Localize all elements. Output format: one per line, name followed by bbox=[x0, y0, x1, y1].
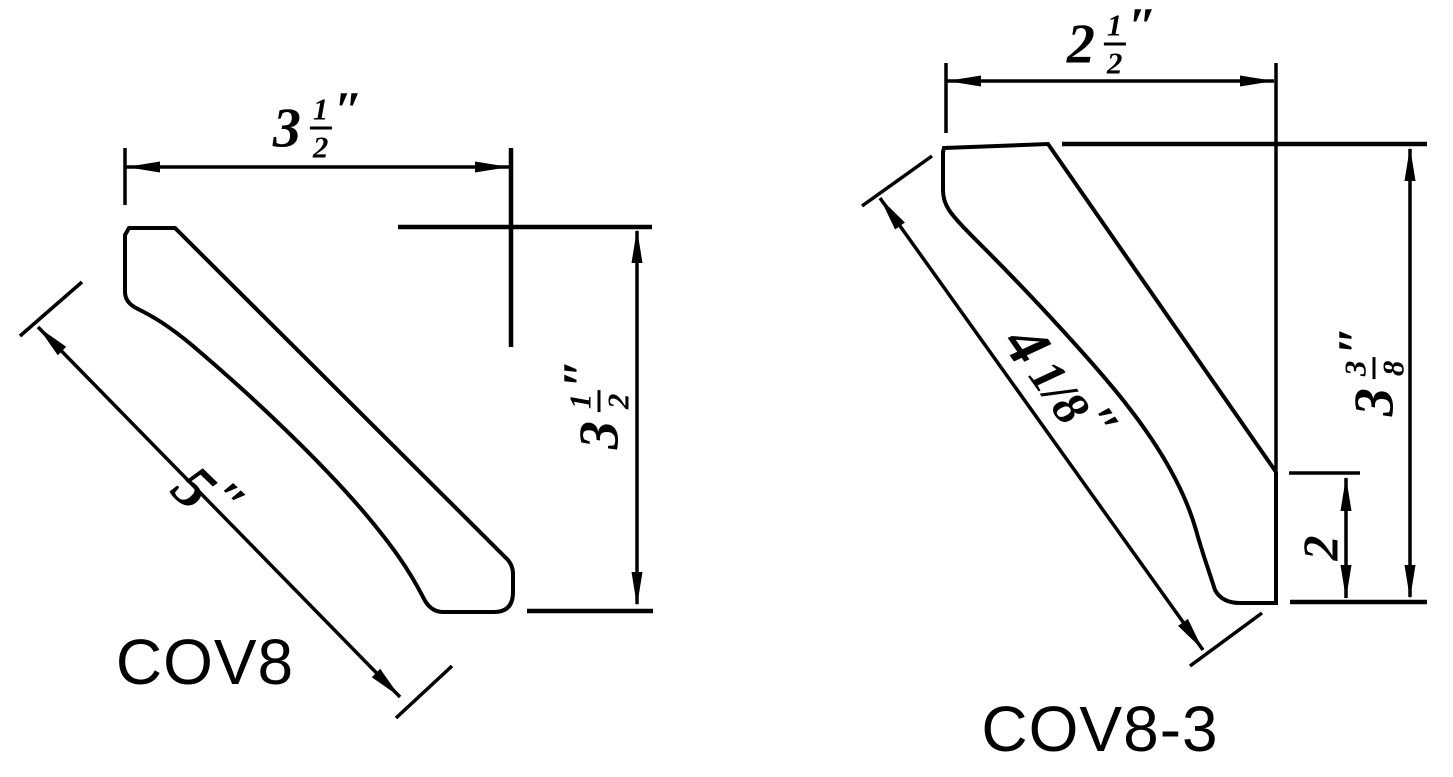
cov8-3-height-dim-arrow-bottom bbox=[1404, 565, 1416, 599]
inch-mark: ″ bbox=[1128, 0, 1158, 56]
cov8-face-dim-arrow-top bbox=[38, 327, 67, 356]
fraction-numerator: 1 bbox=[1103, 10, 1126, 46]
dimension-whole-number: 3 bbox=[272, 97, 301, 159]
cov8-3-top-width-dimension-text: 2 1 2 ″ bbox=[1066, 1, 1157, 81]
cov8-3-side-height-dimension-text: 3 3 8 ″ bbox=[1329, 326, 1411, 417]
cov8-part-number-label: COV8 bbox=[115, 626, 295, 698]
dimension-stacked-fraction: 1 2 bbox=[309, 94, 332, 165]
cov8-3-top-dim-arrow-left bbox=[947, 75, 981, 87]
cov8-face-dim-line bbox=[36, 325, 402, 699]
fraction-denominator: 2 bbox=[600, 393, 636, 410]
dimension-stacked-fraction: 1 2 bbox=[1103, 10, 1126, 81]
dimension-whole-number: 2 bbox=[1292, 535, 1348, 561]
cov8-3-face-dim-tick-top bbox=[860, 154, 934, 208]
fraction-denominator: 8 bbox=[1375, 360, 1411, 377]
cov8-3-face-dim-arrow-top bbox=[880, 198, 905, 230]
cov8-side-height-dimension-text: 3 1 2 ″ bbox=[554, 359, 636, 450]
cov8-profile-outline bbox=[123, 226, 515, 614]
cov8-3-face-dim-line bbox=[878, 196, 1205, 652]
cov8-3-wall-inset-dimension-text: 2 bbox=[1292, 535, 1348, 561]
cov8-3-inset-dim-arrow-top bbox=[1340, 477, 1352, 511]
cov8-3-face-dim-arrow-bottom bbox=[1178, 618, 1203, 650]
dimension-whole-number: 3 bbox=[568, 421, 630, 450]
cov8-3-inset-dim-arrow-bottom bbox=[1340, 565, 1352, 599]
dimension-stacked-fraction: 1 2 bbox=[563, 390, 636, 413]
fraction-denominator: 2 bbox=[312, 129, 329, 165]
fraction-numerator: 1 bbox=[563, 390, 601, 413]
inch-mark: ″ bbox=[553, 358, 611, 388]
fraction-numerator: 1 bbox=[309, 94, 332, 130]
fraction-numerator: 3 bbox=[1338, 357, 1376, 380]
fraction-denominator: 2 bbox=[1106, 45, 1123, 81]
cov8-face-dim-arrow-bottom bbox=[371, 668, 400, 697]
cov8-face-dim-tick-bottom bbox=[394, 664, 454, 720]
cov8-height-dim-arrow-top bbox=[631, 229, 643, 263]
inch-mark: ″ bbox=[1328, 325, 1386, 355]
cov8-3-height-dim-arrow-top bbox=[1404, 147, 1416, 181]
dimension-whole-number: 2 bbox=[1066, 13, 1095, 75]
cov8-top-dim-arrow-left bbox=[126, 161, 160, 173]
cov8-3-profile-outline bbox=[941, 141, 1278, 605]
dimension-stacked-fraction: 3 8 bbox=[1338, 357, 1411, 380]
cov8-3-top-dim-arrow-right bbox=[1240, 75, 1274, 87]
cov8-top-dim-arrow-right bbox=[475, 161, 509, 173]
cov8-3-part-number-label: COV8-3 bbox=[981, 693, 1219, 765]
cov8-3-face-dim-tick-bottom bbox=[1188, 611, 1264, 668]
cov8-height-dim-arrow-bottom bbox=[631, 572, 643, 606]
cov8-top-width-dimension-text: 3 1 2 ″ bbox=[272, 85, 363, 165]
inch-mark: ″ bbox=[334, 82, 364, 140]
dimension-whole-number: 3 bbox=[1343, 388, 1405, 417]
cov8-face-dim-tick-top bbox=[18, 280, 84, 338]
